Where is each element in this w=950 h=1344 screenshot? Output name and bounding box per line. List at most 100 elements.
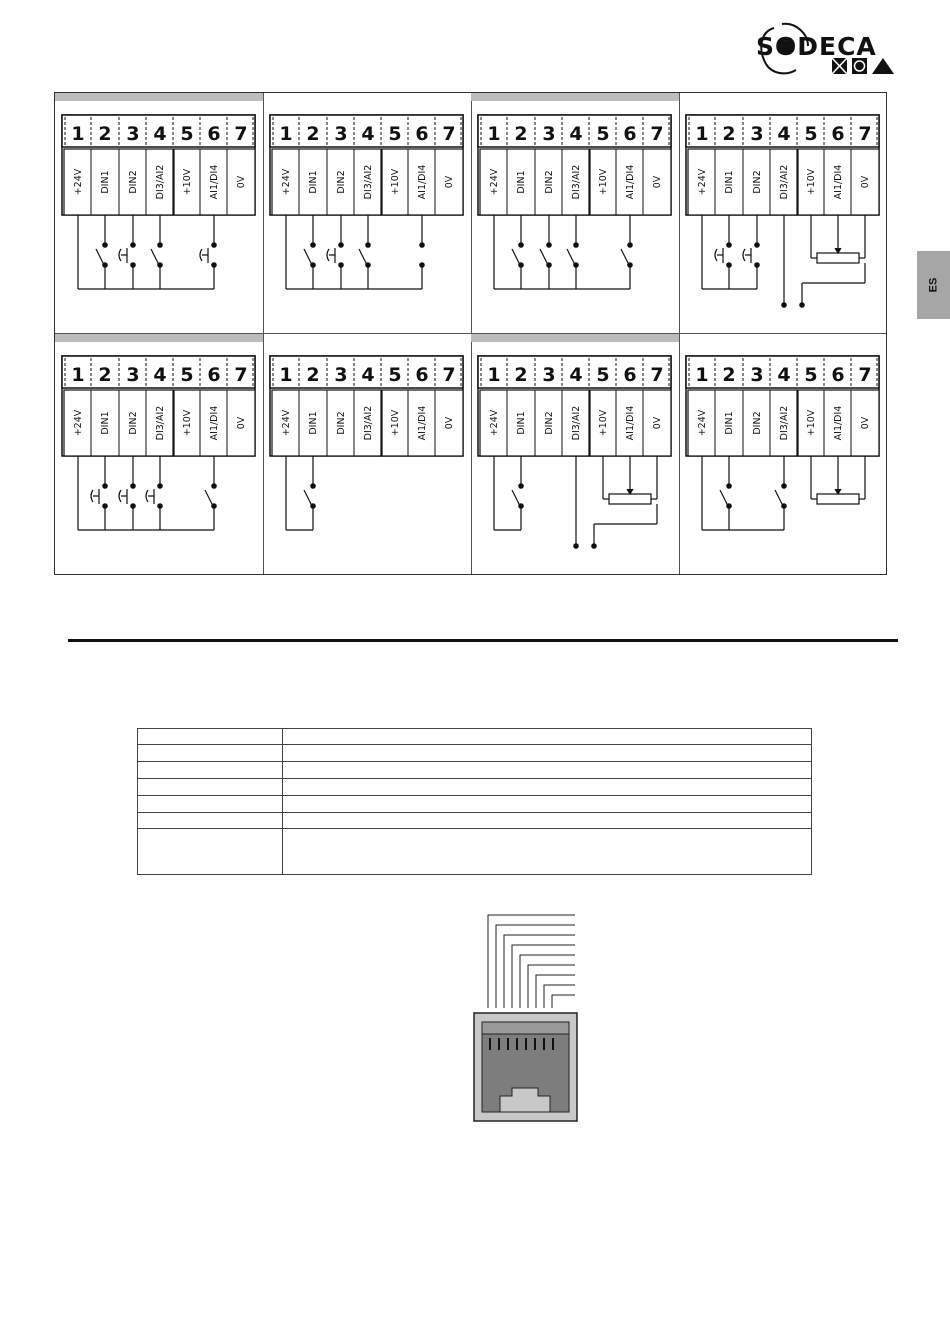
terminal-number: 5	[804, 123, 817, 145]
terminal-label: 0V	[860, 416, 871, 429]
language-tab-label: ES	[927, 277, 940, 293]
panel-header-bar	[471, 334, 679, 342]
terminal-number: 7	[650, 364, 663, 386]
terminal-label: +10V	[598, 409, 609, 436]
terminal-label: DIN1	[308, 411, 319, 434]
terminal-number: 4	[569, 123, 582, 145]
terminal-label: DIN1	[724, 411, 735, 434]
table-row	[138, 813, 811, 829]
terminal-number: 3	[334, 364, 347, 386]
terminal-number: 2	[514, 123, 527, 145]
table-row	[138, 796, 811, 813]
rj45-connector-icon	[473, 914, 578, 1122]
terminal-label: DIN2	[544, 411, 555, 434]
terminal-label: DI3/AI2	[155, 165, 166, 200]
terminal-label: 0V	[444, 175, 455, 188]
terminal-label: +10V	[182, 409, 193, 436]
terminal-number: 7	[858, 123, 871, 145]
terminal-label: DIN1	[516, 170, 527, 193]
terminal-number: 6	[415, 364, 428, 386]
terminal-number: 3	[750, 364, 763, 386]
terminal-label: DIN1	[724, 170, 735, 193]
brand-name: SODECA	[756, 32, 877, 61]
terminal-number: 6	[623, 123, 636, 145]
terminal-number: 6	[207, 364, 220, 386]
terminal-label: 0V	[652, 175, 663, 188]
terminal-number: 5	[180, 123, 193, 145]
terminal-number: 2	[98, 123, 111, 145]
terminal-label: +10V	[806, 168, 817, 195]
terminal-label: AI1/DI4	[209, 165, 220, 200]
terminal-label: +24V	[489, 409, 500, 436]
terminal-number: 7	[234, 364, 247, 386]
parameter-table	[137, 728, 812, 875]
table-row	[138, 779, 811, 796]
terminal-number: 5	[388, 123, 401, 145]
table-row	[138, 762, 811, 779]
terminal-number: 3	[126, 123, 139, 145]
table-row	[138, 745, 811, 762]
terminal-label: DIN1	[100, 170, 111, 193]
terminal-number: 5	[804, 364, 817, 386]
terminal-number: 7	[858, 364, 871, 386]
terminal-number: 1	[695, 123, 708, 145]
terminal-number: 2	[514, 364, 527, 386]
terminal-label: DI3/AI2	[363, 165, 374, 200]
terminal-number: 1	[71, 364, 84, 386]
terminal-number: 3	[750, 123, 763, 145]
terminal-number: 7	[234, 123, 247, 145]
terminal-number: 2	[306, 364, 319, 386]
terminal-label: AI1/DI4	[417, 406, 428, 441]
terminal-label: DIN2	[544, 170, 555, 193]
terminal-number: 1	[695, 364, 708, 386]
terminal-label: DIN2	[128, 170, 139, 193]
terminal-number: 4	[153, 123, 166, 145]
panel-divider	[55, 333, 886, 334]
terminal-label: DI3/AI2	[571, 406, 582, 441]
terminal-label: DIN2	[752, 170, 763, 193]
terminal-number: 4	[361, 123, 374, 145]
panel-header-bar	[55, 93, 263, 101]
terminal-number: 1	[71, 123, 84, 145]
table-column-divider	[282, 729, 283, 874]
table-row	[138, 729, 811, 745]
section-separator	[68, 639, 898, 642]
terminal-label: DI3/AI2	[779, 406, 790, 441]
terminal-number: 7	[650, 123, 663, 145]
terminal-label: AI1/DI4	[209, 406, 220, 441]
panel-header-bar	[471, 93, 679, 101]
terminal-label: 0V	[652, 416, 663, 429]
terminal-label: 0V	[444, 416, 455, 429]
terminal-label: DI3/AI2	[155, 406, 166, 441]
terminal-label: +24V	[281, 168, 292, 195]
terminal-number: 5	[388, 364, 401, 386]
terminal-number: 3	[542, 364, 555, 386]
terminal-label: 0V	[236, 416, 247, 429]
terminal-number: 3	[334, 123, 347, 145]
terminal-label: +24V	[697, 409, 708, 436]
terminal-number: 6	[207, 123, 220, 145]
terminal-label: DIN2	[336, 170, 347, 193]
terminal-number: 6	[831, 123, 844, 145]
terminal-number: 4	[569, 364, 582, 386]
terminal-label: +10V	[390, 409, 401, 436]
terminal-number: 4	[777, 364, 790, 386]
terminal-label: DIN1	[100, 411, 111, 434]
rj45-connector	[470, 910, 580, 1125]
terminal-label: +10V	[806, 409, 817, 436]
language-tab[interactable]: ES	[917, 251, 950, 319]
terminal-number: 6	[831, 364, 844, 386]
terminal-label: DI3/AI2	[779, 165, 790, 200]
